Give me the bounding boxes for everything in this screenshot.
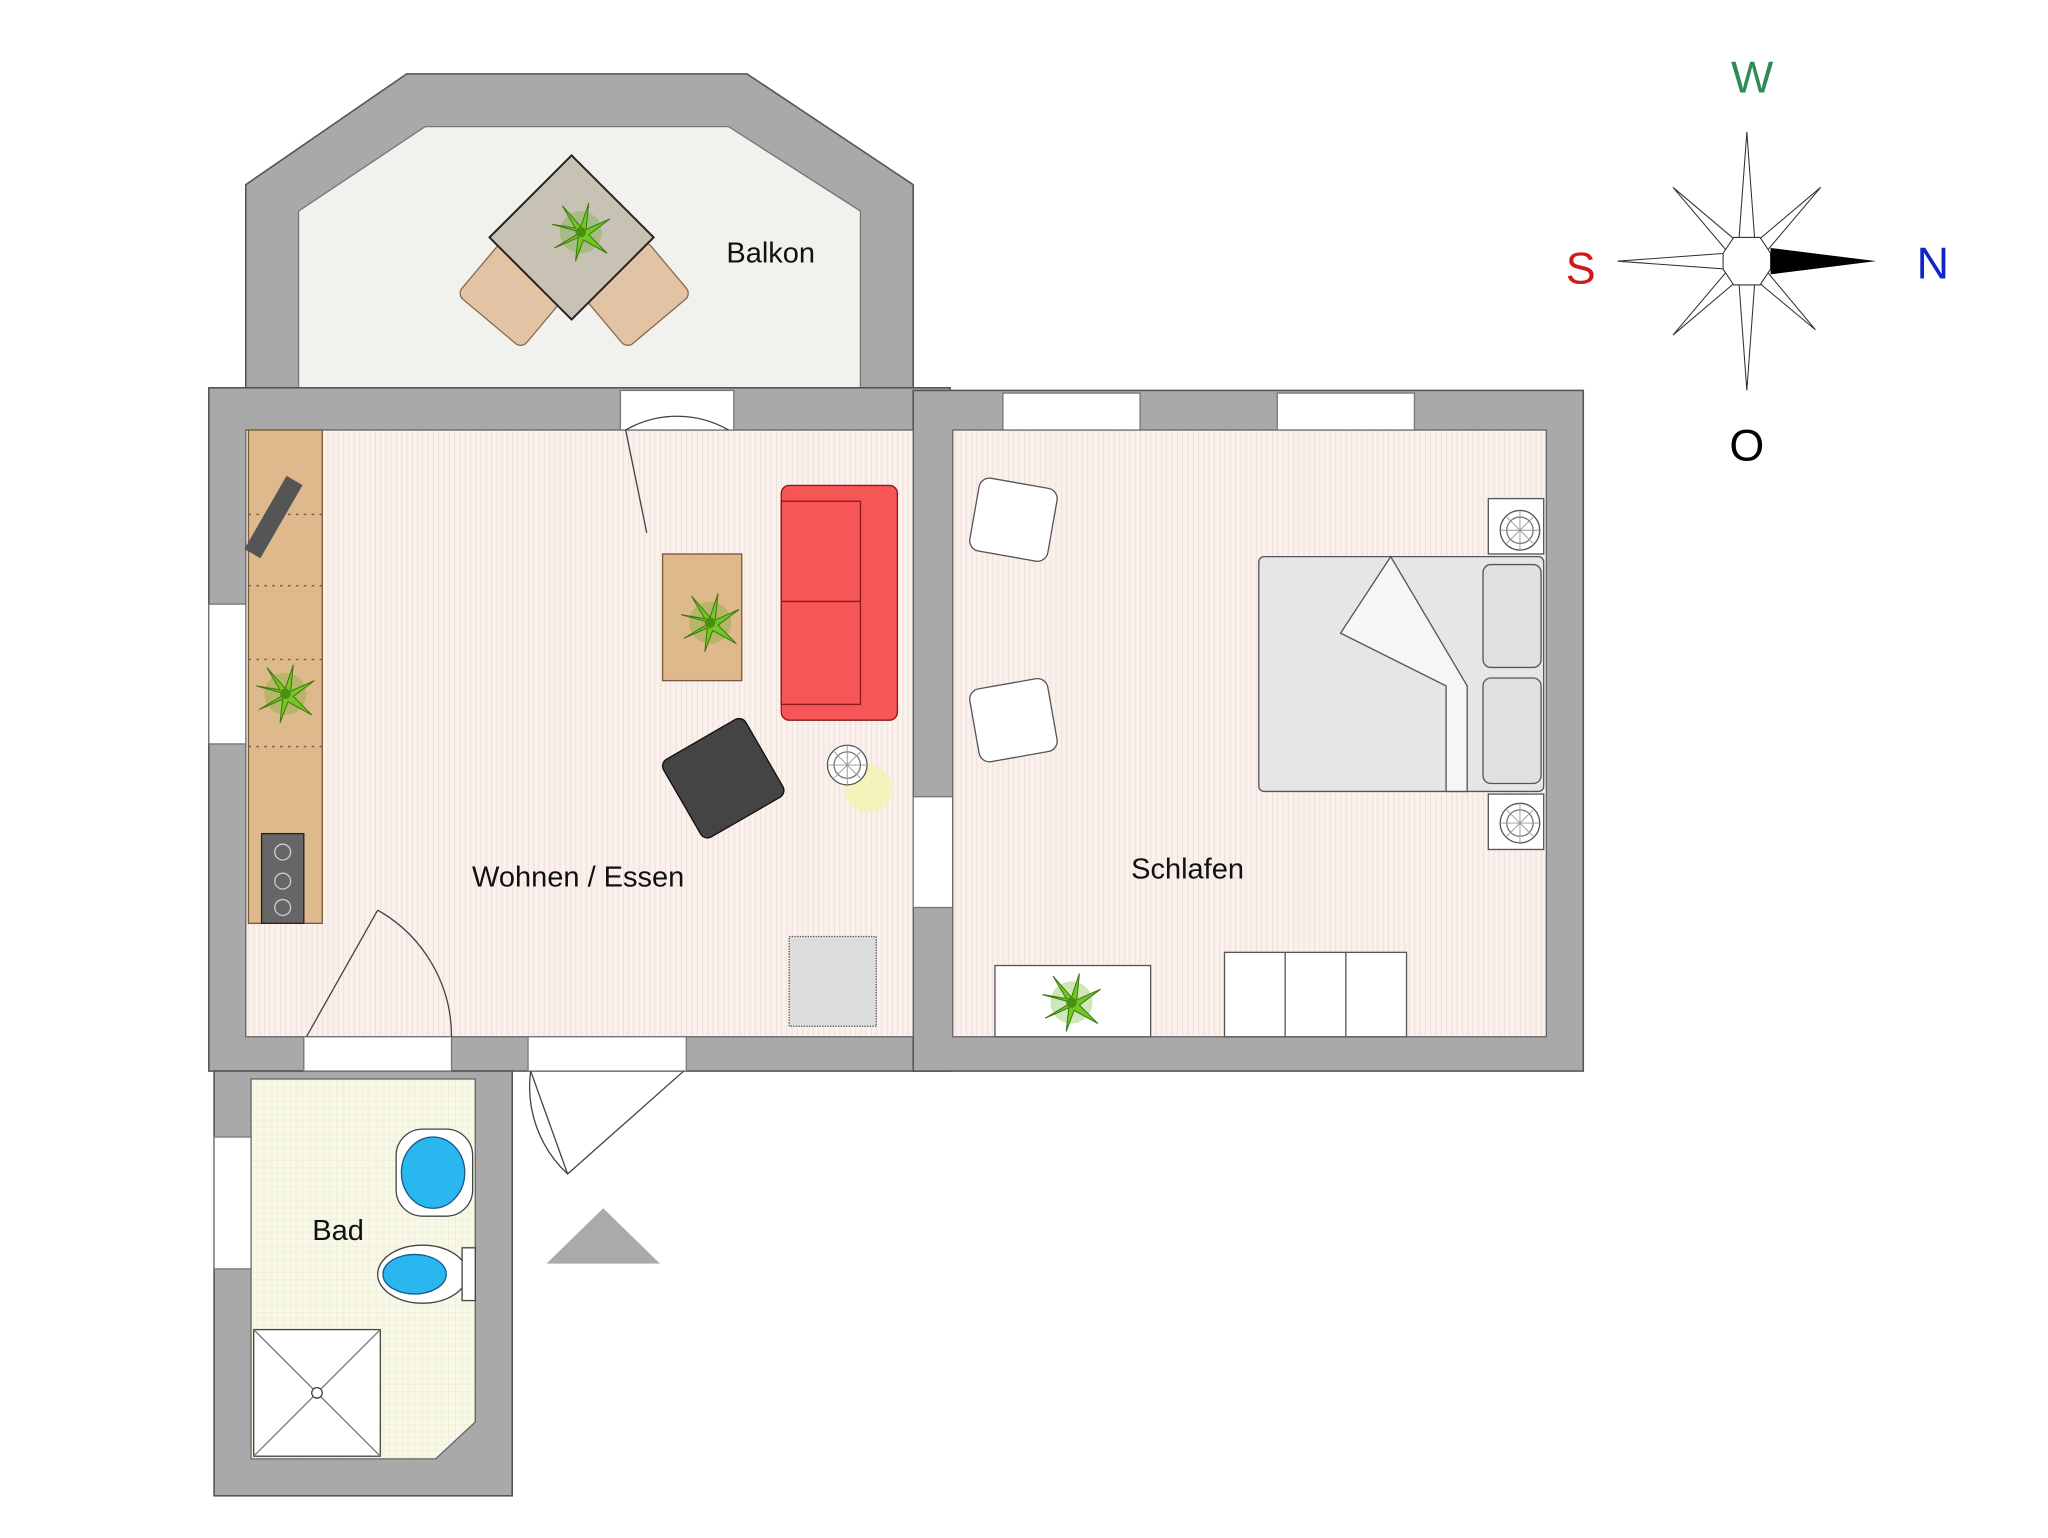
room-label-bedroom: Schlafen (1131, 853, 1244, 885)
lamp-icon (1499, 802, 1541, 844)
compass-east: O (1729, 419, 1764, 470)
room-bath: Bad (213, 1078, 476, 1460)
entrance-arrow-icon (546, 1208, 660, 1264)
compass-south: S (1566, 243, 1596, 294)
lamp-icon (826, 744, 868, 786)
window (208, 603, 247, 745)
room-living: Wohnen / Essen (208, 389, 1057, 1176)
door-opening[interactable] (303, 1036, 453, 1072)
window (1276, 392, 1416, 431)
shower (253, 1328, 381, 1457)
window (213, 1136, 252, 1270)
room-label-living: Wohnen / Essen (472, 861, 684, 893)
bed (1258, 555, 1545, 793)
toilet (377, 1244, 476, 1304)
balcony: Balkon (244, 73, 914, 392)
kitchen-counter (244, 429, 323, 924)
chair (969, 677, 1058, 763)
window (1002, 392, 1141, 431)
compass-west: W (1731, 51, 1774, 102)
sofa (780, 484, 899, 721)
balcony-chair (459, 242, 689, 346)
lamp-icon (1499, 509, 1541, 551)
compass-north: N (1917, 237, 1949, 288)
room-bedroom: Schlafen (952, 392, 1547, 1038)
entrance-door-opening[interactable] (527, 1036, 687, 1072)
armchair (661, 717, 785, 839)
stove (260, 832, 305, 924)
chair (969, 477, 1058, 562)
sink (395, 1128, 474, 1217)
north-needle-icon (1770, 247, 1877, 275)
wardrobe (1223, 951, 1408, 1038)
room-label-balcony: Balkon (726, 237, 815, 269)
storage-box (788, 935, 877, 1027)
room-label-bath: Bad (312, 1215, 364, 1247)
compass-rose: W S N O (1566, 51, 1949, 470)
